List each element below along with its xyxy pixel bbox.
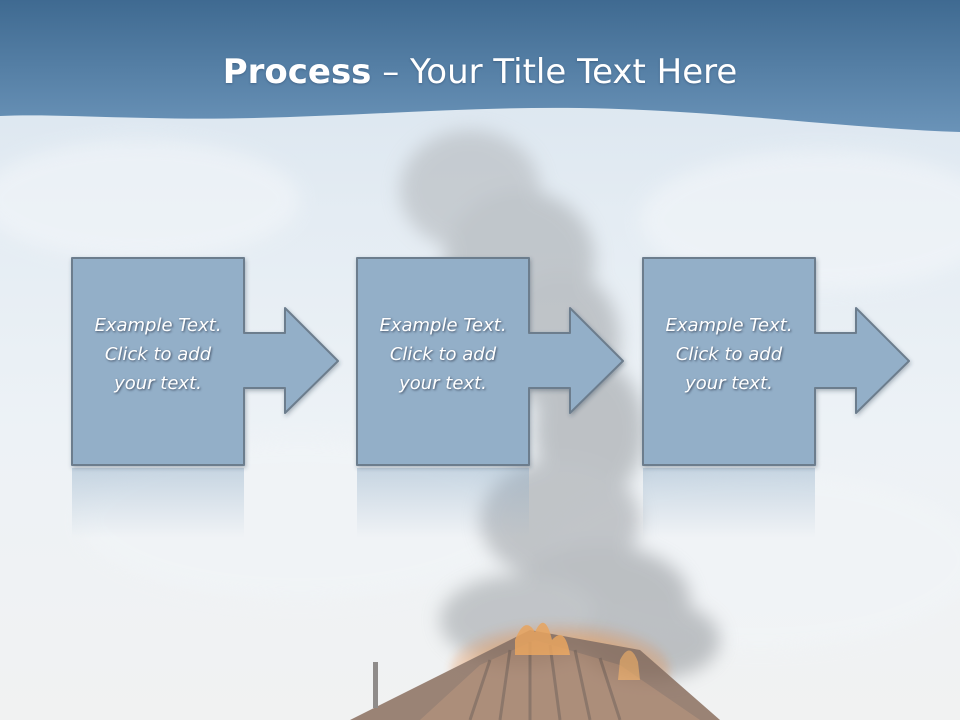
title-rest-text: – Your Title Text Here — [371, 52, 738, 92]
header-band — [0, 0, 960, 132]
step-1-line-3: your text. — [114, 373, 202, 394]
step-shape-1[interactable] — [71, 257, 339, 466]
step-3-line-3: your text. — [685, 373, 773, 394]
page-title[interactable]: Process – Your Title Text Here — [0, 52, 960, 92]
step-2-line-3: your text. — [399, 373, 487, 394]
step-1-line-1: Example Text. — [94, 315, 222, 336]
step-1-line-2: Click to add — [104, 344, 212, 365]
step-shape-2[interactable] — [356, 257, 624, 466]
burning-house — [350, 620, 720, 720]
step-2-line-1: Example Text. — [379, 315, 507, 336]
step-shape-3[interactable] — [642, 257, 910, 466]
step-3-line-1: Example Text. — [665, 315, 793, 336]
step-text-1[interactable]: Example Text. Click to add your text. — [72, 311, 244, 398]
step-reflections — [72, 468, 815, 538]
title-bold-text: Process — [222, 52, 372, 92]
step-text-2[interactable]: Example Text. Click to add your text. — [357, 311, 529, 398]
step-3-line-2: Click to add — [675, 344, 783, 365]
step-text-3[interactable]: Example Text. Click to add your text. — [643, 311, 815, 398]
step-2-line-2: Click to add — [389, 344, 497, 365]
